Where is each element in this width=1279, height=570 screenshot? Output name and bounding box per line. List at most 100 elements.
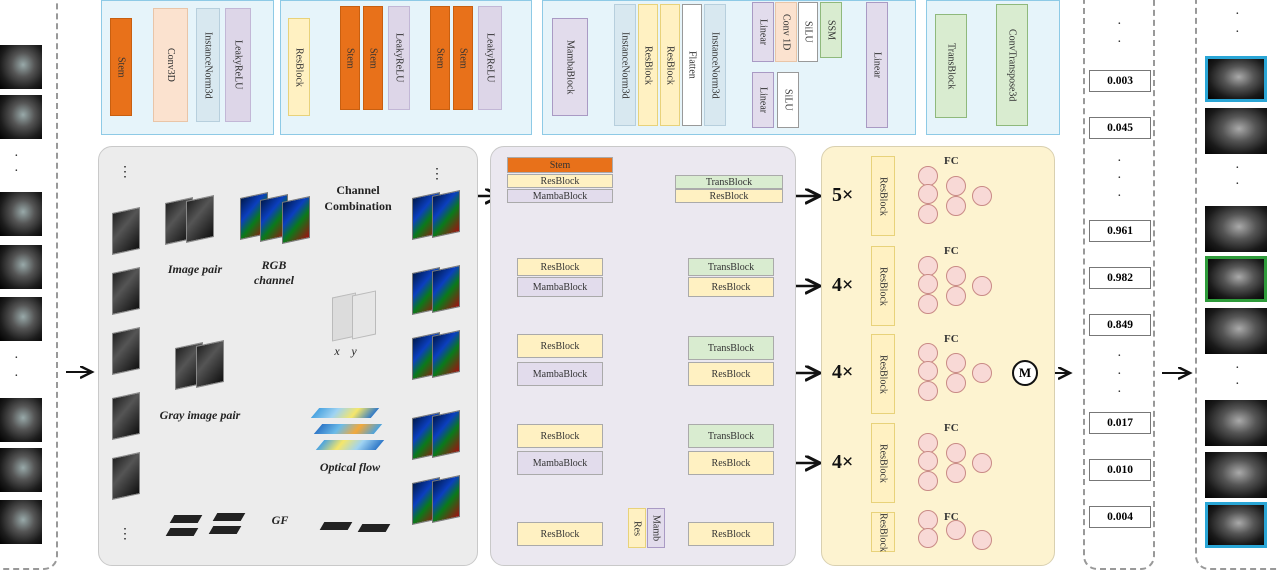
fc-neuron (918, 294, 938, 314)
legend-label: Conv 1D (780, 13, 792, 51)
fc-neuron (946, 353, 966, 373)
fc-neuron (946, 373, 966, 393)
head-multiplier: 4× (832, 361, 854, 383)
decoder-transblock: TransBlock (688, 258, 774, 276)
fc-neuron (972, 530, 992, 550)
combined-frame (432, 190, 460, 238)
fc-neuron (918, 256, 938, 276)
frame-stack (112, 392, 140, 440)
fc-label: FC (944, 422, 959, 434)
optical-flow-label: Optical flow (319, 460, 381, 474)
legend-label: Stem (115, 56, 127, 78)
combined-frame (432, 475, 460, 523)
legend-conv3d-block: Conv3D (153, 8, 188, 122)
fc-neuron (918, 433, 938, 453)
fc-neuron (946, 266, 966, 286)
legend-linear-block: Linear (866, 2, 888, 128)
legend-instancenorm-block: InstanceNorm3d (614, 4, 636, 126)
ellipsis-dot: · (1117, 189, 1122, 204)
decoder-transblock: TransBlock (688, 424, 774, 448)
legend-leakyrelu-block: LeakyReLU (388, 6, 410, 110)
score-box: 0.961 (1089, 220, 1151, 242)
encoder-resblock: ResBlock (517, 522, 603, 546)
legend-resblock-block: ResBlock (638, 4, 658, 126)
ellipsis-dot: · (1117, 171, 1122, 186)
score-box: 0.849 (1089, 314, 1151, 336)
score-box: 0.003 (1089, 70, 1151, 92)
head-resblock: ResBlock (871, 334, 895, 414)
legend-label: SSM (825, 19, 837, 40)
legend-label: ResBlock (664, 45, 676, 85)
encoder-resblock: ResBlock (507, 174, 613, 188)
ellipsis-dot: · (1235, 377, 1240, 392)
legend-mambablock (542, 0, 916, 135)
score-box: 0.982 (1089, 267, 1151, 289)
legend-label: Conv3D (165, 48, 176, 82)
fc-neuron (918, 471, 938, 491)
legend-stem-block: Stem (363, 6, 383, 110)
score-box: 0.017 (1089, 412, 1151, 434)
frame-stack (112, 267, 140, 315)
ellipsis-dot: · (1117, 154, 1122, 169)
ellipsis-dot: · (1117, 349, 1122, 364)
output-frame-thumbnail (1205, 108, 1267, 154)
legend-linear-block: Linear (752, 72, 774, 128)
legend-leakyrelu-block: LeakyReLU (478, 6, 502, 110)
gray-pair-frame (196, 340, 224, 388)
legend-ssm-block: SSM (820, 2, 842, 58)
ellipsis-dot: ⋮ (118, 165, 132, 180)
legend-label: ConvTranspose3d (1006, 28, 1018, 102)
fc-neuron (918, 361, 938, 381)
ellipsis-dot: · (1235, 25, 1240, 40)
encoder-resblock: ResBlock (517, 258, 603, 276)
legend-label: LeakyReLU (484, 33, 496, 83)
block-label: Res (631, 520, 643, 536)
output-frame-thumbnail-highlighted (1205, 256, 1267, 302)
ellipsis-dot: · (1235, 177, 1240, 192)
legend-label: LeakyReLU (393, 33, 405, 83)
ellipsis-dot: · (1117, 367, 1122, 382)
legend-stem-block: Stem (453, 6, 473, 110)
legend-stem-block: Stem (430, 6, 450, 110)
legend-resblock-block: ResBlock (288, 18, 310, 116)
head-multiplier: 5× (832, 184, 854, 206)
optical-flow-layer (315, 440, 385, 450)
fc-neuron (972, 453, 992, 473)
legend-mambablock-block: MambaBlock (552, 18, 588, 116)
legend-label: SiLU (802, 21, 814, 43)
input-frame-thumbnail (0, 500, 42, 544)
combined-frame (432, 410, 460, 458)
gray-frame-tile (169, 515, 203, 523)
ellipsis-dot: · (1235, 161, 1240, 176)
optical-flow-layer (310, 408, 380, 418)
fc-neuron (918, 343, 938, 363)
rgb-channel-label: RGB channel (253, 258, 294, 287)
fc-neuron (918, 381, 938, 401)
combined-frame (432, 265, 460, 313)
block-label: ResBlock (877, 176, 889, 216)
legend-label: Flatten (686, 51, 698, 79)
gray-image-pair-label: Gray image pair (159, 408, 241, 422)
gray-frame-tile (212, 513, 246, 521)
channel-combination-label: Channel Combination (324, 183, 392, 213)
legend-silu-block: SiLU (777, 72, 799, 128)
flow-component-y (352, 290, 376, 340)
y-label: y (351, 344, 357, 358)
legend-label: SiLU (782, 89, 794, 111)
encoder-mambablock: MambaBlock (517, 362, 603, 386)
legend-silu-block: SiLU (798, 2, 818, 62)
legend-label: TransBlock (945, 42, 957, 90)
encoder-mambablock: MambaBlock (517, 277, 603, 297)
ellipsis-dot: · (14, 149, 19, 164)
legend-label: Linear (757, 86, 769, 114)
ellipsis-dot: · (1235, 361, 1240, 376)
input-frame-thumbnail (0, 45, 42, 89)
frame-stack (112, 327, 140, 375)
encoder-resblock: ResBlock (517, 424, 603, 448)
bottleneck-resblock-partial: Res (628, 508, 646, 548)
legend-label: Stem (367, 47, 379, 69)
decoder-transblock: TransBlock (675, 175, 783, 189)
fc-neuron (972, 363, 992, 383)
gray-frame-tile (357, 524, 391, 532)
decoder-transblock: TransBlock (688, 336, 774, 360)
